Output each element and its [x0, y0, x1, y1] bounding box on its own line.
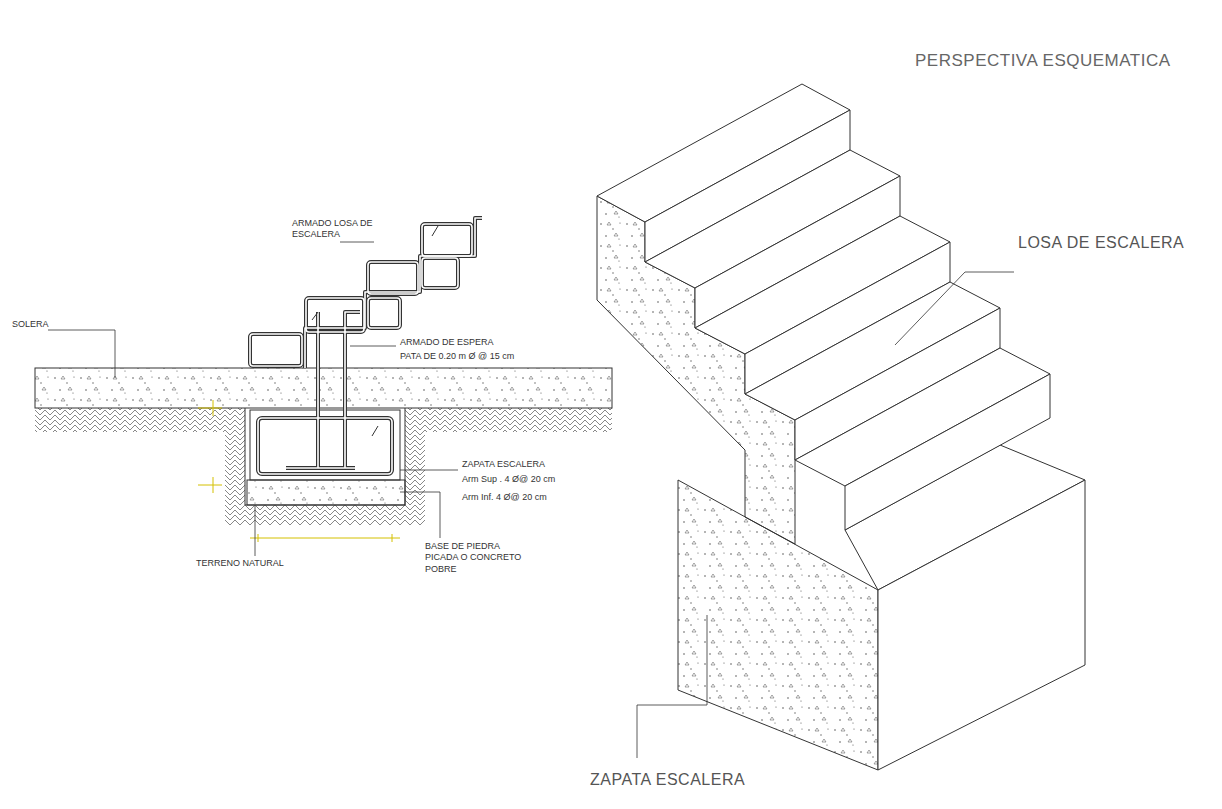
soil-label: TERRENO NATURAL	[196, 558, 284, 569]
slab-label: SOLERA	[12, 319, 49, 330]
leader-lines	[48, 242, 458, 556]
trench-line	[245, 408, 405, 505]
footing-base	[247, 480, 405, 505]
rebar-note: Arm Sup . 4 Ø@ 20 cm	[462, 474, 555, 485]
part-name: LOSA DE ESCALERA	[1018, 233, 1184, 253]
footing-label: ZAPATA ESCALERA	[462, 459, 545, 470]
rebar-label: ARMADO LOSA DE ESCALERA	[292, 218, 384, 241]
base-label: BASE DE PIEDRA PICADA O CONCRETO POBRE	[425, 541, 533, 575]
dimension-marks	[198, 400, 400, 542]
rebar-note: Arm Inf. 4 Ø@ 20 cm	[462, 492, 547, 503]
leader-lines	[637, 272, 1014, 758]
slab	[35, 368, 612, 408]
rebar-label: ARMADO DE ESPERA	[400, 337, 494, 348]
stair-perspective	[597, 84, 1085, 770]
view-title: PERSPECTIVA ESQUEMATICA	[915, 50, 1171, 71]
rebar-note: PATA DE 0.20 m Ø @ 15 cm	[400, 351, 514, 362]
part-name: ZAPATA ESCALERA	[590, 770, 745, 790]
